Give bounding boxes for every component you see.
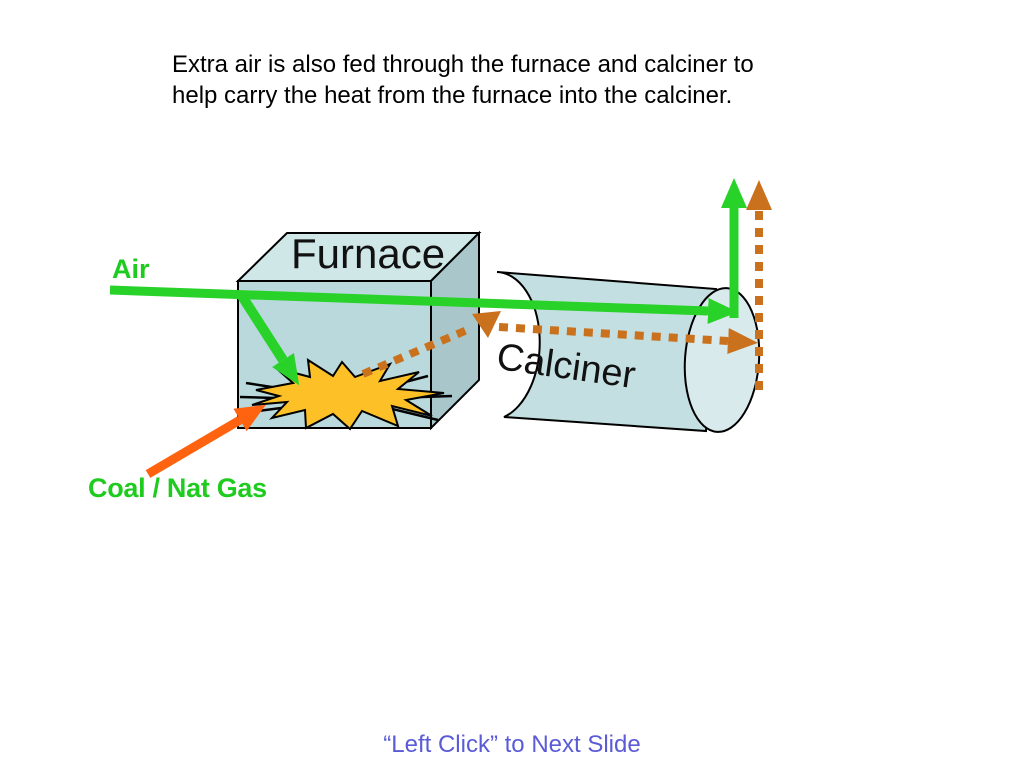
- hot-gas-through-calciner-arrow: [498, 323, 758, 354]
- hot-gas-arrowhead-down-icon: [472, 311, 501, 338]
- hot-gas-diagonal-arrow: [361, 326, 469, 378]
- fuel-feed-arrow: [145, 404, 266, 478]
- air-label: Air: [112, 254, 150, 284]
- next-slide-hint: “Left Click” to Next Slide: [383, 731, 641, 758]
- calciner-end-cap: [683, 287, 761, 433]
- slide-caption: Extra air is also fed through the furnac…: [172, 51, 754, 109]
- furnace-label: Furnace: [291, 230, 446, 277]
- air-flow-main-arrow: [109, 285, 738, 324]
- flame-starburst-icon: [251, 358, 445, 431]
- air-flow-into-flame-arrow: [235, 290, 300, 386]
- fuel-label: Coal / Nat Gas: [88, 473, 267, 503]
